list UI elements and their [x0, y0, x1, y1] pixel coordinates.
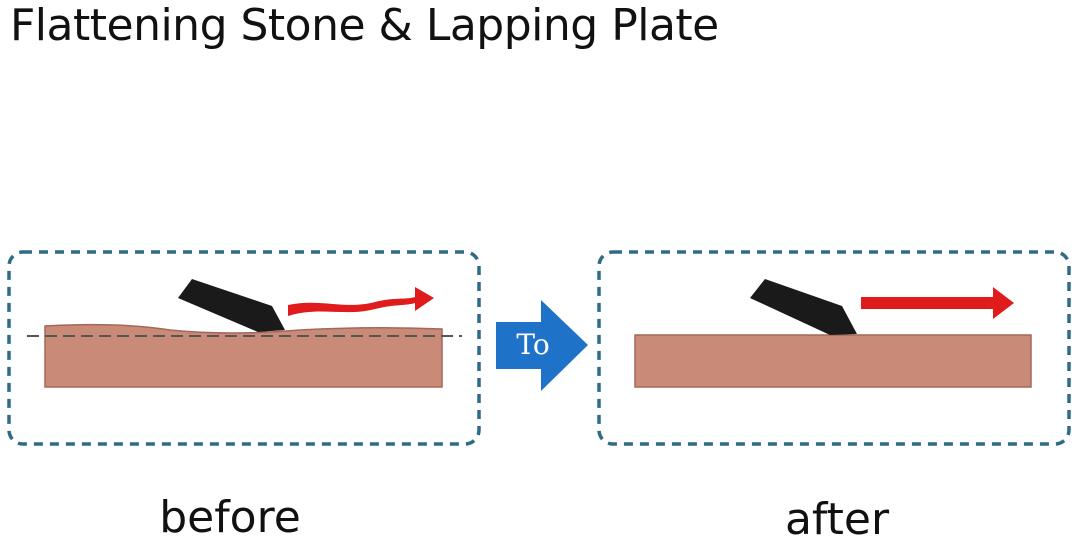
before-caption: before [159, 492, 301, 543]
to-arrow: To [496, 300, 588, 391]
page-title: Flattening Stone & Lapping Plate [10, 0, 719, 51]
to-arrow-label: To [516, 328, 549, 361]
wavy-motion-arrow [288, 287, 434, 316]
uneven-stone [44, 323, 443, 388]
before-panel [7, 250, 481, 446]
to-arrow-shape [496, 300, 588, 391]
before-panel-frame [7, 250, 481, 446]
after-caption: after [784, 494, 890, 545]
straight-motion-arrow [861, 287, 1014, 319]
blade-shape [750, 279, 857, 335]
flat-stone [634, 334, 1032, 388]
after-panel-frame [597, 250, 1071, 446]
after-panel [597, 250, 1071, 446]
blade-shape [178, 279, 285, 332]
